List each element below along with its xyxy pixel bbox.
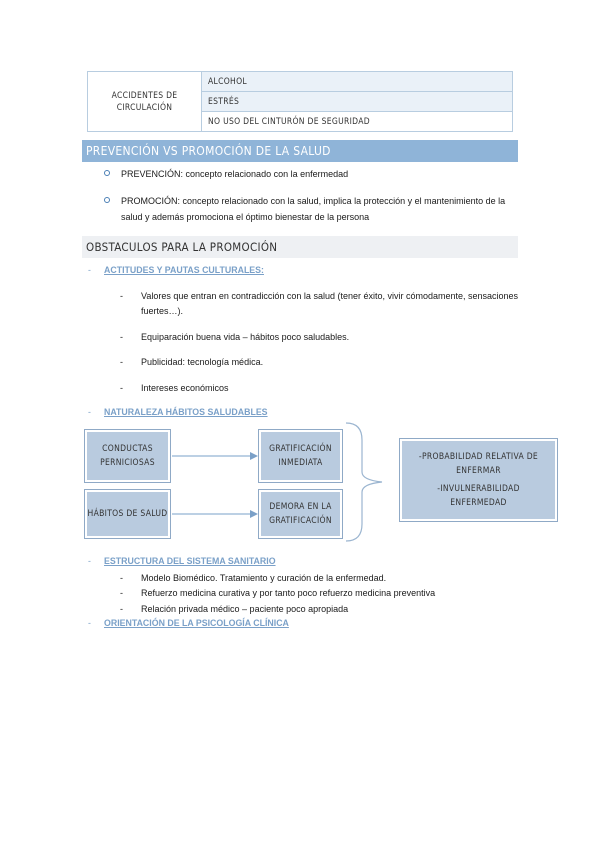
table-row: ALCOHOL — [202, 72, 512, 92]
list-item-text: Refuerzo medicina curativa y por tanto p… — [141, 588, 436, 598]
table-category-cell: ACCIDENTES DE CIRCULACIÓN — [88, 72, 202, 131]
list-item-text: Modelo Biomédico. Tratamiento y curación… — [141, 573, 387, 583]
list-item-text: PROMOCIÓN: concepto relacionado con la s… — [121, 196, 506, 222]
box-resultado: -PROBABILIDAD RELATIVA DE ENFERMAR -INVU… — [399, 438, 558, 522]
list-item-text: Equiparación buena vida – hábitos poco s… — [141, 332, 350, 342]
result-line: -PROBABILIDAD RELATIVA DE ENFERMAR — [418, 452, 539, 476]
box-conductas-perniciosas: CONDUCTAS PERNICIOSAS — [84, 429, 171, 483]
list-item-text: Publicidad: tecnología médica. — [141, 357, 264, 367]
right-brace-icon — [345, 422, 383, 542]
subheading-label[interactable]: ORIENTACIÓN DE LA PSICOLOGÍA CLÍNICA — [104, 618, 289, 628]
risk-factors-table: ACCIDENTES DE CIRCULACIÓN ALCOHOL ESTRÉS… — [87, 71, 513, 132]
box-habitos-salud: HÁBITOS DE SALUD — [84, 489, 171, 539]
subheading-label[interactable]: NATURALEZA HÁBITOS SALUDABLES — [104, 407, 268, 417]
section-title-prevencion: PREVENCIÓN VS PROMOCIÓN DE LA SALUD — [82, 140, 518, 162]
list-item-text: Intereses económicos — [141, 383, 229, 393]
circle-bullet-icon — [104, 197, 110, 203]
list-item-text: Valores que entran en contradicción con … — [141, 291, 519, 316]
circle-bullet-icon — [104, 170, 110, 176]
box-gratificacion-inmediata: GRATIFICACIÓN INMEDIATA — [258, 429, 343, 483]
subheading-label[interactable]: ACTITUDES Y PAUTAS CULTURALES: — [104, 265, 264, 275]
subheading-label[interactable]: ESTRUCTURA DEL SISTEMA SANITARIO — [104, 556, 276, 566]
list-item-text: Relación privada médico – paciente poco … — [141, 604, 349, 614]
table-row: ESTRÉS — [202, 92, 512, 112]
result-line: -INVULNERABILIDAD ENFERMEDAD — [437, 484, 520, 508]
table-row: NO USO DEL CINTURÓN DE SEGURIDAD — [202, 112, 512, 131]
box-demora-gratificacion: DEMORA EN LA GRATIFICACIÓN — [258, 489, 343, 539]
list-item-text: PREVENCIÓN: concepto relacionado con la … — [121, 169, 349, 179]
section-title-obstaculos: OBSTACULOS PARA LA PROMOCIÓN — [82, 236, 518, 258]
